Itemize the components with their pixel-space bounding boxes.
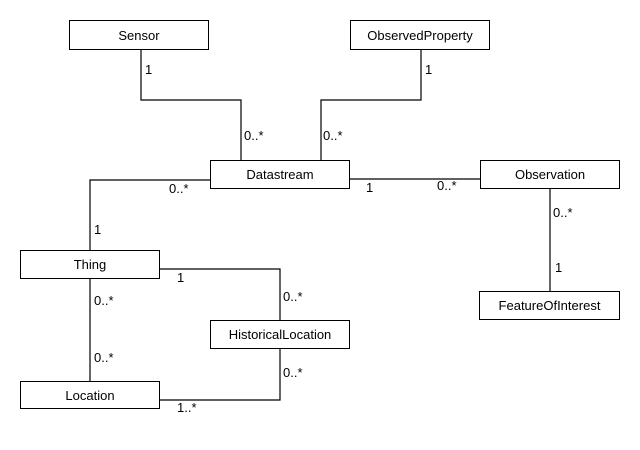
- node-location: Location: [20, 381, 160, 409]
- multiplicity-datastream-observation-at-observation: 0..*: [437, 178, 457, 193]
- multiplicity-location-historicallocation-at-location: 1..*: [177, 400, 197, 415]
- multiplicity-thing-historicallocation-at-thing: 1: [177, 270, 185, 285]
- node-sensor-label: Sensor: [118, 27, 160, 43]
- node-observation: Observation: [480, 160, 620, 189]
- node-historical-location-label: HistoricalLocation: [228, 327, 332, 342]
- multiplicity-observedproperty-datastream-at-datastream: 0..*: [323, 128, 343, 143]
- multiplicity-observation-featureofinterest-at-featureofinterest: 1: [555, 260, 563, 275]
- multiplicity-sensor-datastream-at-datastream: 0..*: [244, 128, 264, 143]
- multiplicity-thing-datastream-at-thing: 1: [94, 222, 102, 237]
- node-historical-location: HistoricalLocation: [210, 320, 350, 349]
- node-datastream-label: Datastream: [246, 167, 314, 182]
- node-observation-label: Observation: [514, 167, 586, 182]
- multiplicity-sensor-datastream-at-sensor: 1: [145, 62, 153, 77]
- node-feature-of-interest: FeatureOfInterest: [479, 291, 620, 320]
- multiplicity-thing-location-at-thing: 0..*: [94, 293, 114, 308]
- connector-thing-datastream: [89, 179, 210, 250]
- multiplicity-observation-featureofinterest-at-observation: 0..*: [553, 205, 573, 220]
- node-observed-property: ObservedProperty: [350, 20, 490, 50]
- multiplicity-location-historicallocation-at-historicallocation: 0..*: [283, 365, 303, 380]
- node-thing-label: Thing: [73, 257, 107, 272]
- connector-location-historicallocation: [160, 349, 281, 401]
- node-feature-of-interest-label: FeatureOfInterest: [498, 298, 601, 313]
- multiplicity-observedproperty-datastream-at-observedproperty: 1: [425, 62, 433, 77]
- multiplicity-thing-datastream-at-datastream: 0..*: [169, 181, 189, 196]
- node-location-label: Location: [65, 387, 115, 403]
- node-datastream: Datastream: [210, 160, 350, 189]
- connector-sensor-datastream: [140, 50, 242, 160]
- multiplicity-thing-location-at-location: 0..*: [94, 350, 114, 365]
- multiplicity-thing-historicallocation-at-historicallocation: 0..*: [283, 289, 303, 304]
- node-thing: Thing: [20, 250, 160, 279]
- node-observed-property-label: ObservedProperty: [367, 27, 473, 43]
- multiplicity-datastream-observation-at-datastream: 1: [366, 180, 374, 195]
- connector-thing-historicallocation: [160, 268, 281, 320]
- node-sensor: Sensor: [69, 20, 209, 50]
- connector-observedproperty-datastream: [320, 50, 422, 160]
